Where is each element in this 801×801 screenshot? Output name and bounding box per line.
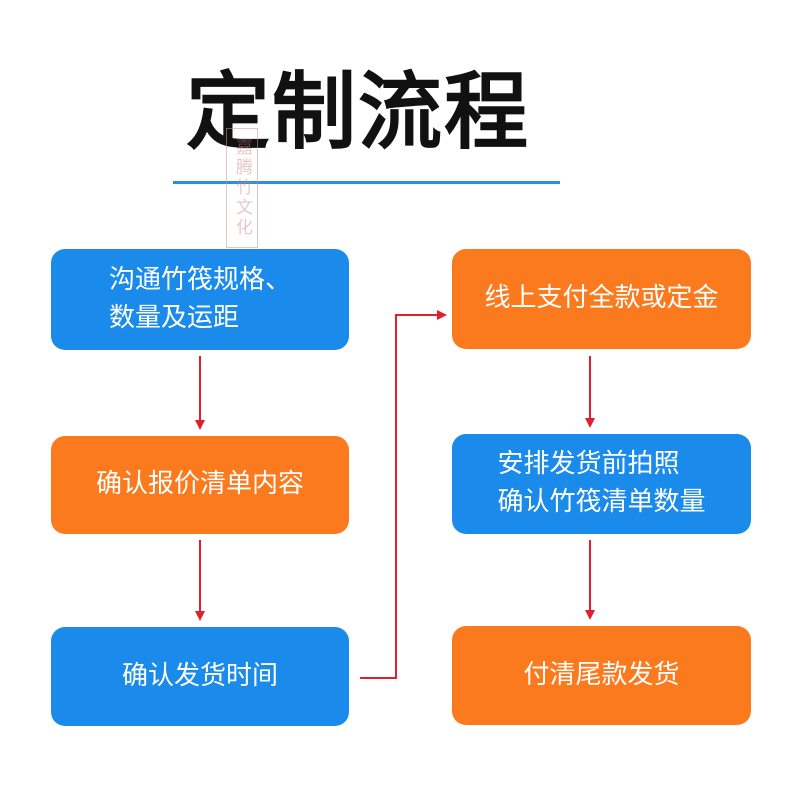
step-5-box: 安排发货前拍照 确认竹筏清单数量 [452, 434, 751, 534]
seal-watermark: 嘉腾竹文化 [226, 128, 258, 248]
step-1-line-2: 数量及运距 [108, 302, 239, 333]
step-5-line-2: 确认竹筏清单数量 [497, 487, 706, 517]
step-4-box: 线上支付全款或定金 [452, 249, 751, 349]
step-1-line-1: 沟通竹筏规格、 [108, 264, 291, 295]
step-5-line-1: 安排发货前拍照 [497, 449, 680, 480]
step-2-label: 确认报价清单内容 [95, 469, 304, 500]
step-6-label: 付清尾款发货 [523, 659, 680, 690]
page-title: 定制流程 [186, 63, 531, 161]
title-underline [173, 181, 560, 184]
step-3-box: 确认发货时间 [51, 627, 349, 726]
arrow-3-to-4 [360, 310, 447, 679]
step-1-box: 沟通竹筏规格、 数量及运距 [51, 249, 349, 350]
step-4-label: 线上支付全款或定金 [484, 283, 719, 314]
step-3-label: 确认发货时间 [121, 660, 278, 691]
step-6-box: 付清尾款发货 [452, 626, 751, 725]
step-2-box: 确认报价清单内容 [51, 436, 349, 534]
